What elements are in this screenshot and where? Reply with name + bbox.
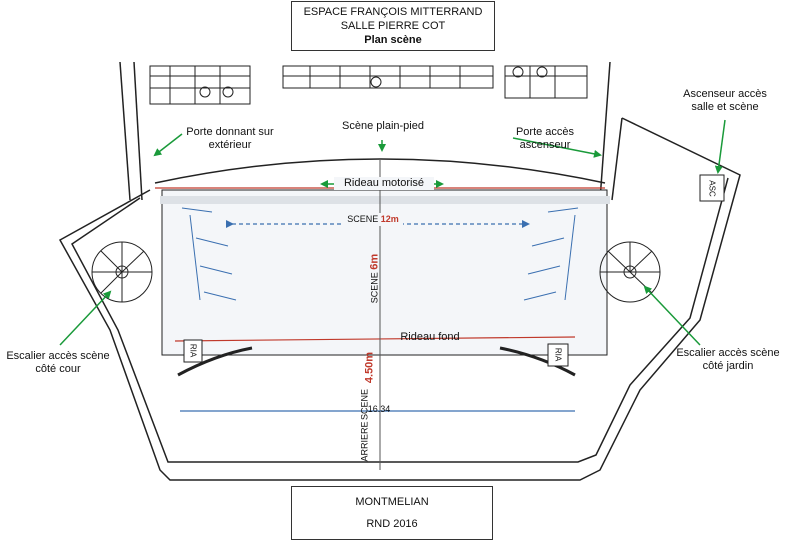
ria-box-right — [547, 343, 569, 367]
wing-lines-left — [181, 207, 237, 301]
plan-title: Plan scène — [364, 34, 422, 46]
back-wall-left — [177, 346, 253, 377]
ria-right-text: RIA — [553, 347, 563, 362]
label-scene-plain-pied: Scène plain-pied — [342, 120, 424, 132]
ria-left-text: RIA — [188, 343, 198, 358]
dim-width-label: SCENE 12m — [343, 213, 403, 226]
back-wall-right — [499, 346, 576, 377]
seating-right — [504, 65, 588, 99]
asc-text: ASC — [707, 180, 717, 197]
arrow-escalier-cour — [59, 290, 112, 346]
wing-lines-right — [523, 207, 579, 301]
seating-left — [149, 65, 251, 105]
dim-arriere-width: 16.34 — [367, 404, 391, 414]
hall-name: SALLE PIERRE COT — [340, 20, 446, 32]
ria-box-left — [183, 339, 203, 363]
arrow-escalier-jardin — [643, 285, 701, 346]
asc-box — [699, 174, 725, 202]
stage-front-arc — [154, 158, 606, 184]
seating-center — [282, 65, 494, 89]
venue-name: ESPACE FRANÇOIS MITTERRAND — [303, 6, 483, 18]
arrow-ascenseur — [714, 119, 726, 174]
spiral-stair-cour — [91, 241, 153, 303]
label-rideau-fond: Rideau fond — [400, 331, 460, 343]
dim-scene-arriere-2: ARRIERE — [359, 421, 370, 462]
revision: RND 2016 — [366, 518, 418, 530]
dim-depth-label: SCENE 6m — [368, 253, 381, 304]
outer-walls — [58, 61, 741, 481]
arrow-porte-exterieur — [153, 133, 183, 157]
footer-box: MONTMELIAN RND 2016 — [291, 486, 493, 540]
label-rideau-motorise: Rideau motorisé — [334, 177, 434, 190]
rideau-fond-line — [174, 336, 576, 342]
header-title-box: ESPACE FRANÇOIS MITTERRAND SALLE PIERRE … — [291, 1, 495, 51]
town-name: MONTMELIAN — [355, 496, 429, 508]
arrow-porte-ascenseur — [512, 137, 602, 158]
